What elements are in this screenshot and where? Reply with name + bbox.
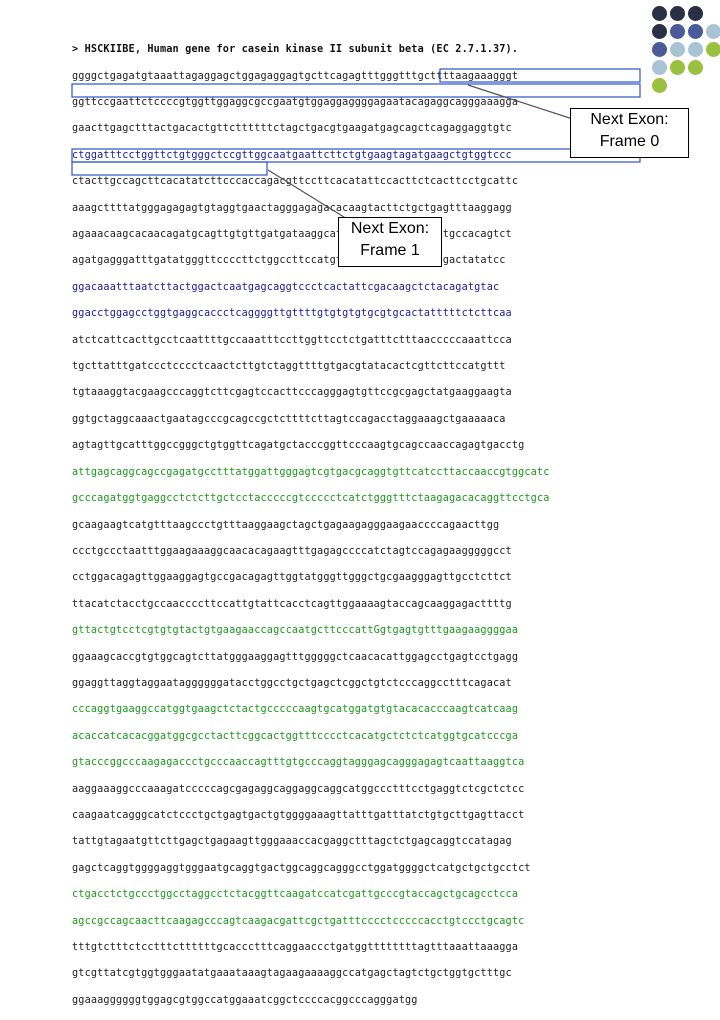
dot <box>706 24 720 39</box>
sequence-line-exon: gttactgtcctcgtgtgtactgtgaagaaccagccaatgc… <box>72 625 519 637</box>
dot <box>670 42 685 57</box>
sequence-line: gaacttgagctttactgacactgttcttttttctagctga… <box>72 123 512 135</box>
sequence-line: caagaatcagggcatctccctgctgagtgactgtggggaa… <box>72 809 525 821</box>
sequence-line-boxed: ctggatttcctggttctgtgggctccgttggcaatgaatt… <box>72 149 512 161</box>
sequence-line: cctggacagagttggaaggagtgccgacagagttggtatg… <box>72 572 512 584</box>
sequence-line: ggttccgaattctccccgtggttggaggcgccgaatgtgg… <box>72 97 519 109</box>
sequence-line-boxed: ggacaaatttaatcttactggactcaatgagcaggtccct… <box>72 281 500 293</box>
sequence-line: ggaaagcaccgtgtggcagtcttatgggaaggagtttggg… <box>72 651 519 663</box>
dot <box>652 42 667 57</box>
sequence-line-exon: attgagcaggcagccgagatgcctttatggattgggagtc… <box>72 466 550 478</box>
sequence-line: ttacatctacctgccaaccccttccattgtattcacctca… <box>72 598 512 610</box>
sequence-line: tgtaaaggtacgaagcccaggtcttcgagtccacttccca… <box>72 387 512 399</box>
dot <box>670 6 685 21</box>
callout-line: Next Exon: <box>350 220 430 237</box>
sequence-header: > HSCKIIBE, Human gene for casein kinase… <box>72 44 519 56</box>
sequence-line: gagctcaggtggggaggtgggaatgcaggtgactggcagg… <box>72 862 531 874</box>
dot <box>688 42 703 57</box>
sequence-line-exon: ctgacctctgccctggcctaggcctctacggttcaagatc… <box>72 889 519 901</box>
dot <box>652 24 667 39</box>
sequence-line: agaaacaagcacaacagatgcagttgtgttgatgataagg… <box>72 229 512 241</box>
callout-next-exon-frame0: Next Exon: Frame 0 <box>570 108 689 158</box>
sequence-line: ggggctgagatgtaaattagaggagctggagaggagtgct… <box>72 70 519 82</box>
sequence-line: agatgagggatttgatatgggttccccttctggccttcca… <box>72 255 506 267</box>
sequence-line-exon: acaccatcacacggatggcgcctacttcggcactggtttc… <box>72 730 519 742</box>
sequence-line: tttgtctttctcctttcttttttgcaccctttcaggaacc… <box>72 942 519 954</box>
callout-line: Next Exon: <box>590 111 669 128</box>
sequence-line-exon: gtacccggcccaagagaccctgcccaaccagtttgtgccc… <box>72 757 525 769</box>
dot <box>688 60 703 75</box>
dot <box>706 42 720 57</box>
dot <box>652 6 667 21</box>
dot <box>688 6 703 21</box>
sequence-line: agtagttgcatttggccgggctgtggttcagatgctaccc… <box>72 440 525 452</box>
dot <box>670 24 685 39</box>
dot <box>688 24 703 39</box>
sequence-line-exon: cccaggtgaaggccatggtgaagctctactgcccccaagt… <box>72 704 519 716</box>
sequence-line: aaggaaaggcccaaagatcccccagcgagaggcaggaggc… <box>72 783 525 795</box>
callout-line: Frame 1 <box>360 242 420 259</box>
sequence-line: ctacttgccagcttcacatatcttcccaccagacgttcct… <box>72 176 519 188</box>
sequence-line-boxed: ggacctggagcctggtgaggcaccctcaggggttgttttg… <box>72 308 512 320</box>
callout-next-exon-frame1: Next Exon: Frame 1 <box>338 217 442 267</box>
callout-line: Frame 0 <box>599 133 660 150</box>
sequence-line: tgcttatttgatccctcccctcaactcttgtctaggtttt… <box>72 361 506 373</box>
decorative-dot-grid <box>650 6 720 96</box>
sequence-line: ggaggttaggtaggaataggggggatacctggcctgctga… <box>72 677 512 689</box>
sequence-line: gcaagaagtcatgtttaagccctgtttaaggaagctagct… <box>72 519 500 531</box>
sequence-line: aaagcttttatgggagagagtgtaggtgaactagggagag… <box>72 202 512 214</box>
sequence-line: gtcgttatcgtggtgggaatatgaaataaagtagaagaaa… <box>72 968 512 980</box>
sequence-line: ccctgccctaatttggaagaaaggcaacacagaagtttga… <box>72 545 512 557</box>
sequence-line: tattgtagaatgttcttgagctgagaagttgggaaaccac… <box>72 836 512 848</box>
sequence-line: atctcattcacttgcctcaattttgccaaatttccttggt… <box>72 334 512 346</box>
dot <box>652 78 667 93</box>
sequence-line-exon: gcccagatggtgaggcctctcttgctcctacccccgtccc… <box>72 493 550 505</box>
sequence-text: > HSCKIIBE, Human gene for casein kinase… <box>72 30 642 1020</box>
dot <box>670 60 685 75</box>
dot <box>652 60 667 75</box>
sequence-line-exon: agccgccagcaacttcaagagcccagtcaagacgattcgc… <box>72 915 525 927</box>
sequence-line: ggaaaggggggtggagcgtggccatggaaatcggctcccc… <box>72 994 418 1006</box>
sequence-line: ggtgctaggcaaactgaatagcccgcagccgctcttttct… <box>72 413 506 425</box>
